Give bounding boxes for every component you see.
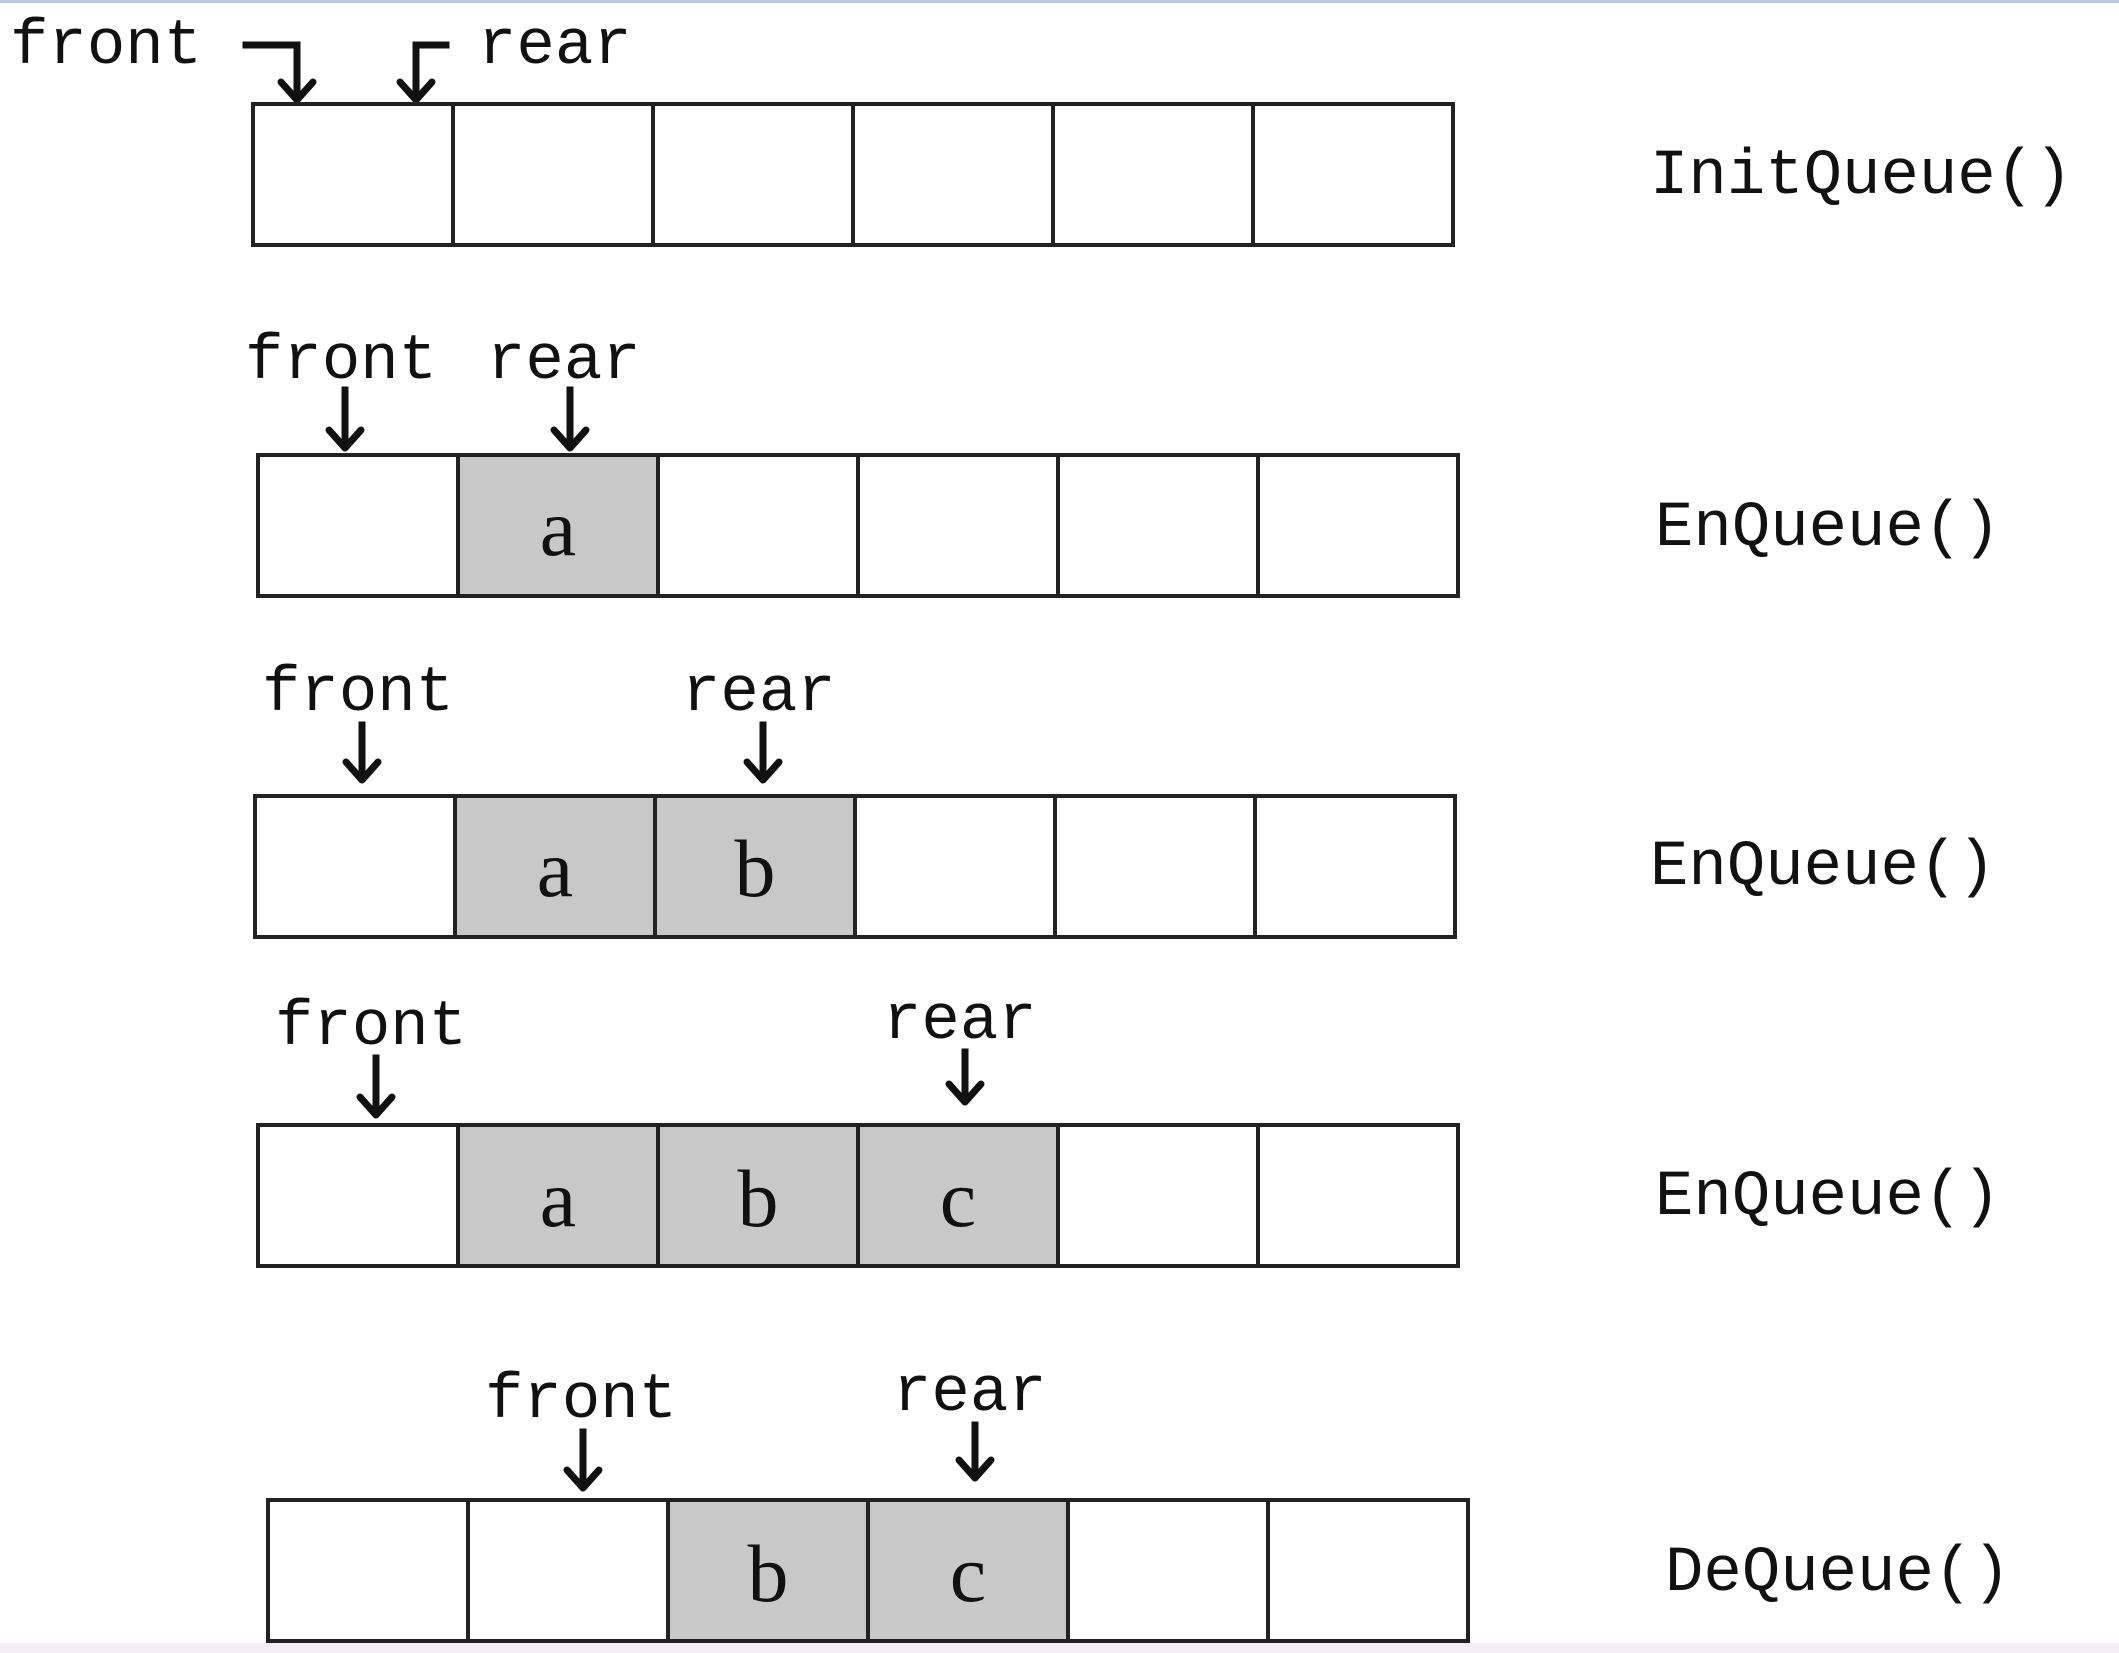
queue-cell — [856, 453, 1060, 598]
queue-cells: a b c — [256, 1123, 1460, 1268]
queue-cell — [651, 102, 855, 247]
cell-value: a — [540, 482, 576, 573]
queue-row: front rear a EnQueue() — [245, 326, 2001, 598]
queue-cell — [1256, 1123, 1460, 1268]
front-label: front — [10, 11, 202, 83]
queue-cell — [256, 453, 460, 598]
queue-cell — [1256, 453, 1460, 598]
front-label: front — [485, 1365, 677, 1437]
front-pointer: front — [10, 11, 313, 100]
queue-cell — [851, 102, 1055, 247]
queue-row: front rear b c DeQueue() — [266, 1358, 2011, 1643]
cell-value: c — [940, 1153, 976, 1244]
rear-label: rear — [478, 11, 632, 83]
queue-cell — [256, 1123, 460, 1268]
queue-cell — [653, 794, 857, 939]
front-label: front — [245, 326, 437, 398]
rear-label: rear — [883, 986, 1037, 1058]
queue-cell — [456, 453, 660, 598]
queue-cells: b c — [266, 1498, 1470, 1643]
queue-cell — [656, 1123, 860, 1268]
operation-label: InitQueue() — [1650, 141, 2072, 213]
queue-cell — [266, 1498, 470, 1643]
front-pointer: front — [262, 658, 454, 780]
operation-label: EnQueue() — [1655, 493, 2001, 565]
front-pointer: front — [275, 992, 467, 1115]
rear-label: rear — [487, 326, 641, 398]
queue-row: front rear InitQueue() — [10, 11, 2072, 247]
rear-pointer: rear — [487, 326, 641, 448]
rear-pointer: rear — [400, 11, 632, 100]
cell-value: b — [738, 1153, 779, 1244]
queue-cells: a — [256, 453, 1460, 598]
operation-label: DeQueue() — [1665, 1538, 2011, 1610]
front-label: front — [275, 992, 467, 1064]
queue-cell — [451, 102, 655, 247]
front-arrow — [242, 41, 301, 102]
queue-cell — [1266, 1498, 1470, 1643]
queue-cell — [453, 794, 657, 939]
front-pointer: front — [245, 326, 437, 448]
rear-label: rear — [893, 1358, 1047, 1430]
rear-arrow — [412, 41, 450, 102]
cell-value: b — [748, 1528, 789, 1619]
front-label: front — [262, 658, 454, 730]
queue-cells — [251, 102, 1455, 247]
cell-value: b — [735, 823, 776, 914]
queue-row: front rear a b EnQueue() — [253, 658, 1996, 939]
queue-cell — [253, 794, 457, 939]
cell-value: a — [537, 823, 573, 914]
operation-label: EnQueue() — [1650, 832, 1996, 904]
rear-pointer: rear — [682, 658, 836, 780]
queue-cell — [1051, 102, 1255, 247]
queue-cell — [866, 1498, 1070, 1643]
queue-cell — [1253, 794, 1457, 939]
operation-label: EnQueue() — [1655, 1162, 2001, 1234]
queue-cell — [853, 794, 1057, 939]
bottom-border — [0, 1643, 2119, 1653]
queue-cell — [466, 1498, 670, 1643]
queue-cell — [251, 102, 455, 247]
top-border — [0, 0, 2119, 3]
queue-cell — [1251, 102, 1455, 247]
rear-label: rear — [682, 658, 836, 730]
queue-cell — [1056, 453, 1260, 598]
queue-cell — [666, 1498, 870, 1643]
cell-value: a — [540, 1153, 576, 1244]
rear-pointer: rear — [883, 986, 1037, 1102]
queue-cell — [1066, 1498, 1270, 1643]
queue-cells: a b — [253, 794, 1457, 939]
queue-row: front rear a b c EnQueue() — [256, 986, 2001, 1268]
front-pointer: front — [485, 1365, 677, 1488]
queue-cell — [1053, 794, 1257, 939]
queue-cell — [656, 453, 860, 598]
rear-pointer: rear — [893, 1358, 1047, 1478]
queue-cell — [1056, 1123, 1260, 1268]
cell-value: c — [950, 1528, 986, 1619]
